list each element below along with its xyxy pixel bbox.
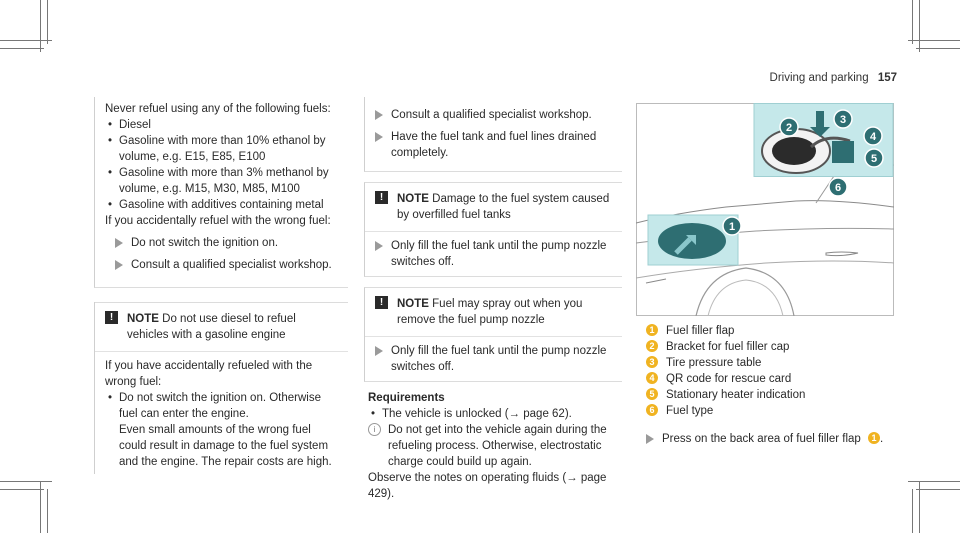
callout-2: 2 <box>779 117 799 137</box>
svg-text:6: 6 <box>835 182 841 194</box>
warning-icon: ! <box>105 311 118 324</box>
arrow-icon <box>375 346 383 356</box>
callout-1: 1 <box>722 216 742 236</box>
step-item: Press on the back area of fuel filler fl… <box>636 431 896 447</box>
note-box: ! NOTE Damage to the fuel system caused … <box>364 182 622 277</box>
note-title: Do not use diesel to refuel vehicles wit… <box>127 313 296 341</box>
svg-text:4: 4 <box>870 131 877 143</box>
note-label: NOTE <box>397 193 429 205</box>
list-item: Diesel <box>105 117 338 133</box>
list-item: The vehicle is unlocked (→ page 62). <box>368 406 622 422</box>
info-icon: i <box>368 423 381 436</box>
requirements-heading: Requirements <box>368 392 445 404</box>
column-middle: Consult a qualified specialist workshop.… <box>364 97 622 502</box>
callout-4: 4 <box>863 126 883 146</box>
svg-text:1: 1 <box>729 221 735 233</box>
step-item: Only fill the fuel tank until the pump n… <box>365 343 612 375</box>
car-illustration: 1 2 3 4 5 6 <box>635 103 895 317</box>
list-item: Gasoline with more than 3% methanol by v… <box>105 165 338 197</box>
note-label: NOTE <box>397 298 429 310</box>
note-box: ! NOTE Do not use diesel to refuel vehic… <box>94 302 348 474</box>
arrow-icon <box>115 260 123 270</box>
page-header: Driving and parking 157 <box>770 72 897 84</box>
arrow-icon <box>375 110 383 120</box>
warning-icon: ! <box>375 191 388 204</box>
note-detail: Even small amounts of the wrong fuel cou… <box>119 424 332 468</box>
step-item: Only fill the fuel tank until the pump n… <box>365 238 612 270</box>
step-item: Have the fuel tank and fuel lines draine… <box>365 129 612 161</box>
step-item: Consult a qualified specialist workshop. <box>105 257 338 273</box>
column-left: Never refuel using any of the following … <box>94 97 348 474</box>
note-box: ! NOTE Fuel may spray out when you remov… <box>364 287 622 382</box>
note-label: NOTE <box>127 313 159 325</box>
list-item: Gasoline with additives containing metal <box>105 197 338 213</box>
page-number: 157 <box>877 72 897 84</box>
svg-text:5: 5 <box>871 153 877 165</box>
info-block: i Do not get into the vehicle again duri… <box>368 422 622 470</box>
callout-5: 5 <box>864 148 884 168</box>
warning-icon: ! <box>375 296 388 309</box>
observe-line: Observe the notes on operating fluids (→… <box>368 472 607 500</box>
fuels-intro: Never refuel using any of the following … <box>105 103 331 115</box>
section-title: Driving and parking <box>769 72 869 84</box>
note-intro: If you have accidentally refueled with t… <box>105 360 313 388</box>
step-item: Consult a qualified specialist workshop. <box>365 107 612 123</box>
step-item: Do not switch the ignition on. <box>105 235 338 251</box>
callout-3: 3 <box>833 109 853 129</box>
list-item: Gasoline with more than 10% ethanol by v… <box>105 133 338 165</box>
list-item: Do not switch the ignition on. Otherwise… <box>105 390 338 422</box>
accident-line: If you accidentally refuel with the wron… <box>105 215 331 227</box>
note-title: Fuel may spray out when you remove the f… <box>397 298 583 326</box>
svg-text:3: 3 <box>840 114 846 126</box>
arrow-icon <box>375 241 383 251</box>
note-title: Damage to the fuel system caused by over… <box>397 193 610 221</box>
svg-text:2: 2 <box>786 122 792 134</box>
arrow-icon <box>115 238 123 248</box>
arrow-icon <box>646 434 654 444</box>
callout-6: 6 <box>828 177 848 197</box>
fuel-filler-figure: 1 2 3 4 5 6 <box>635 103 895 317</box>
arrow-icon <box>375 132 383 142</box>
